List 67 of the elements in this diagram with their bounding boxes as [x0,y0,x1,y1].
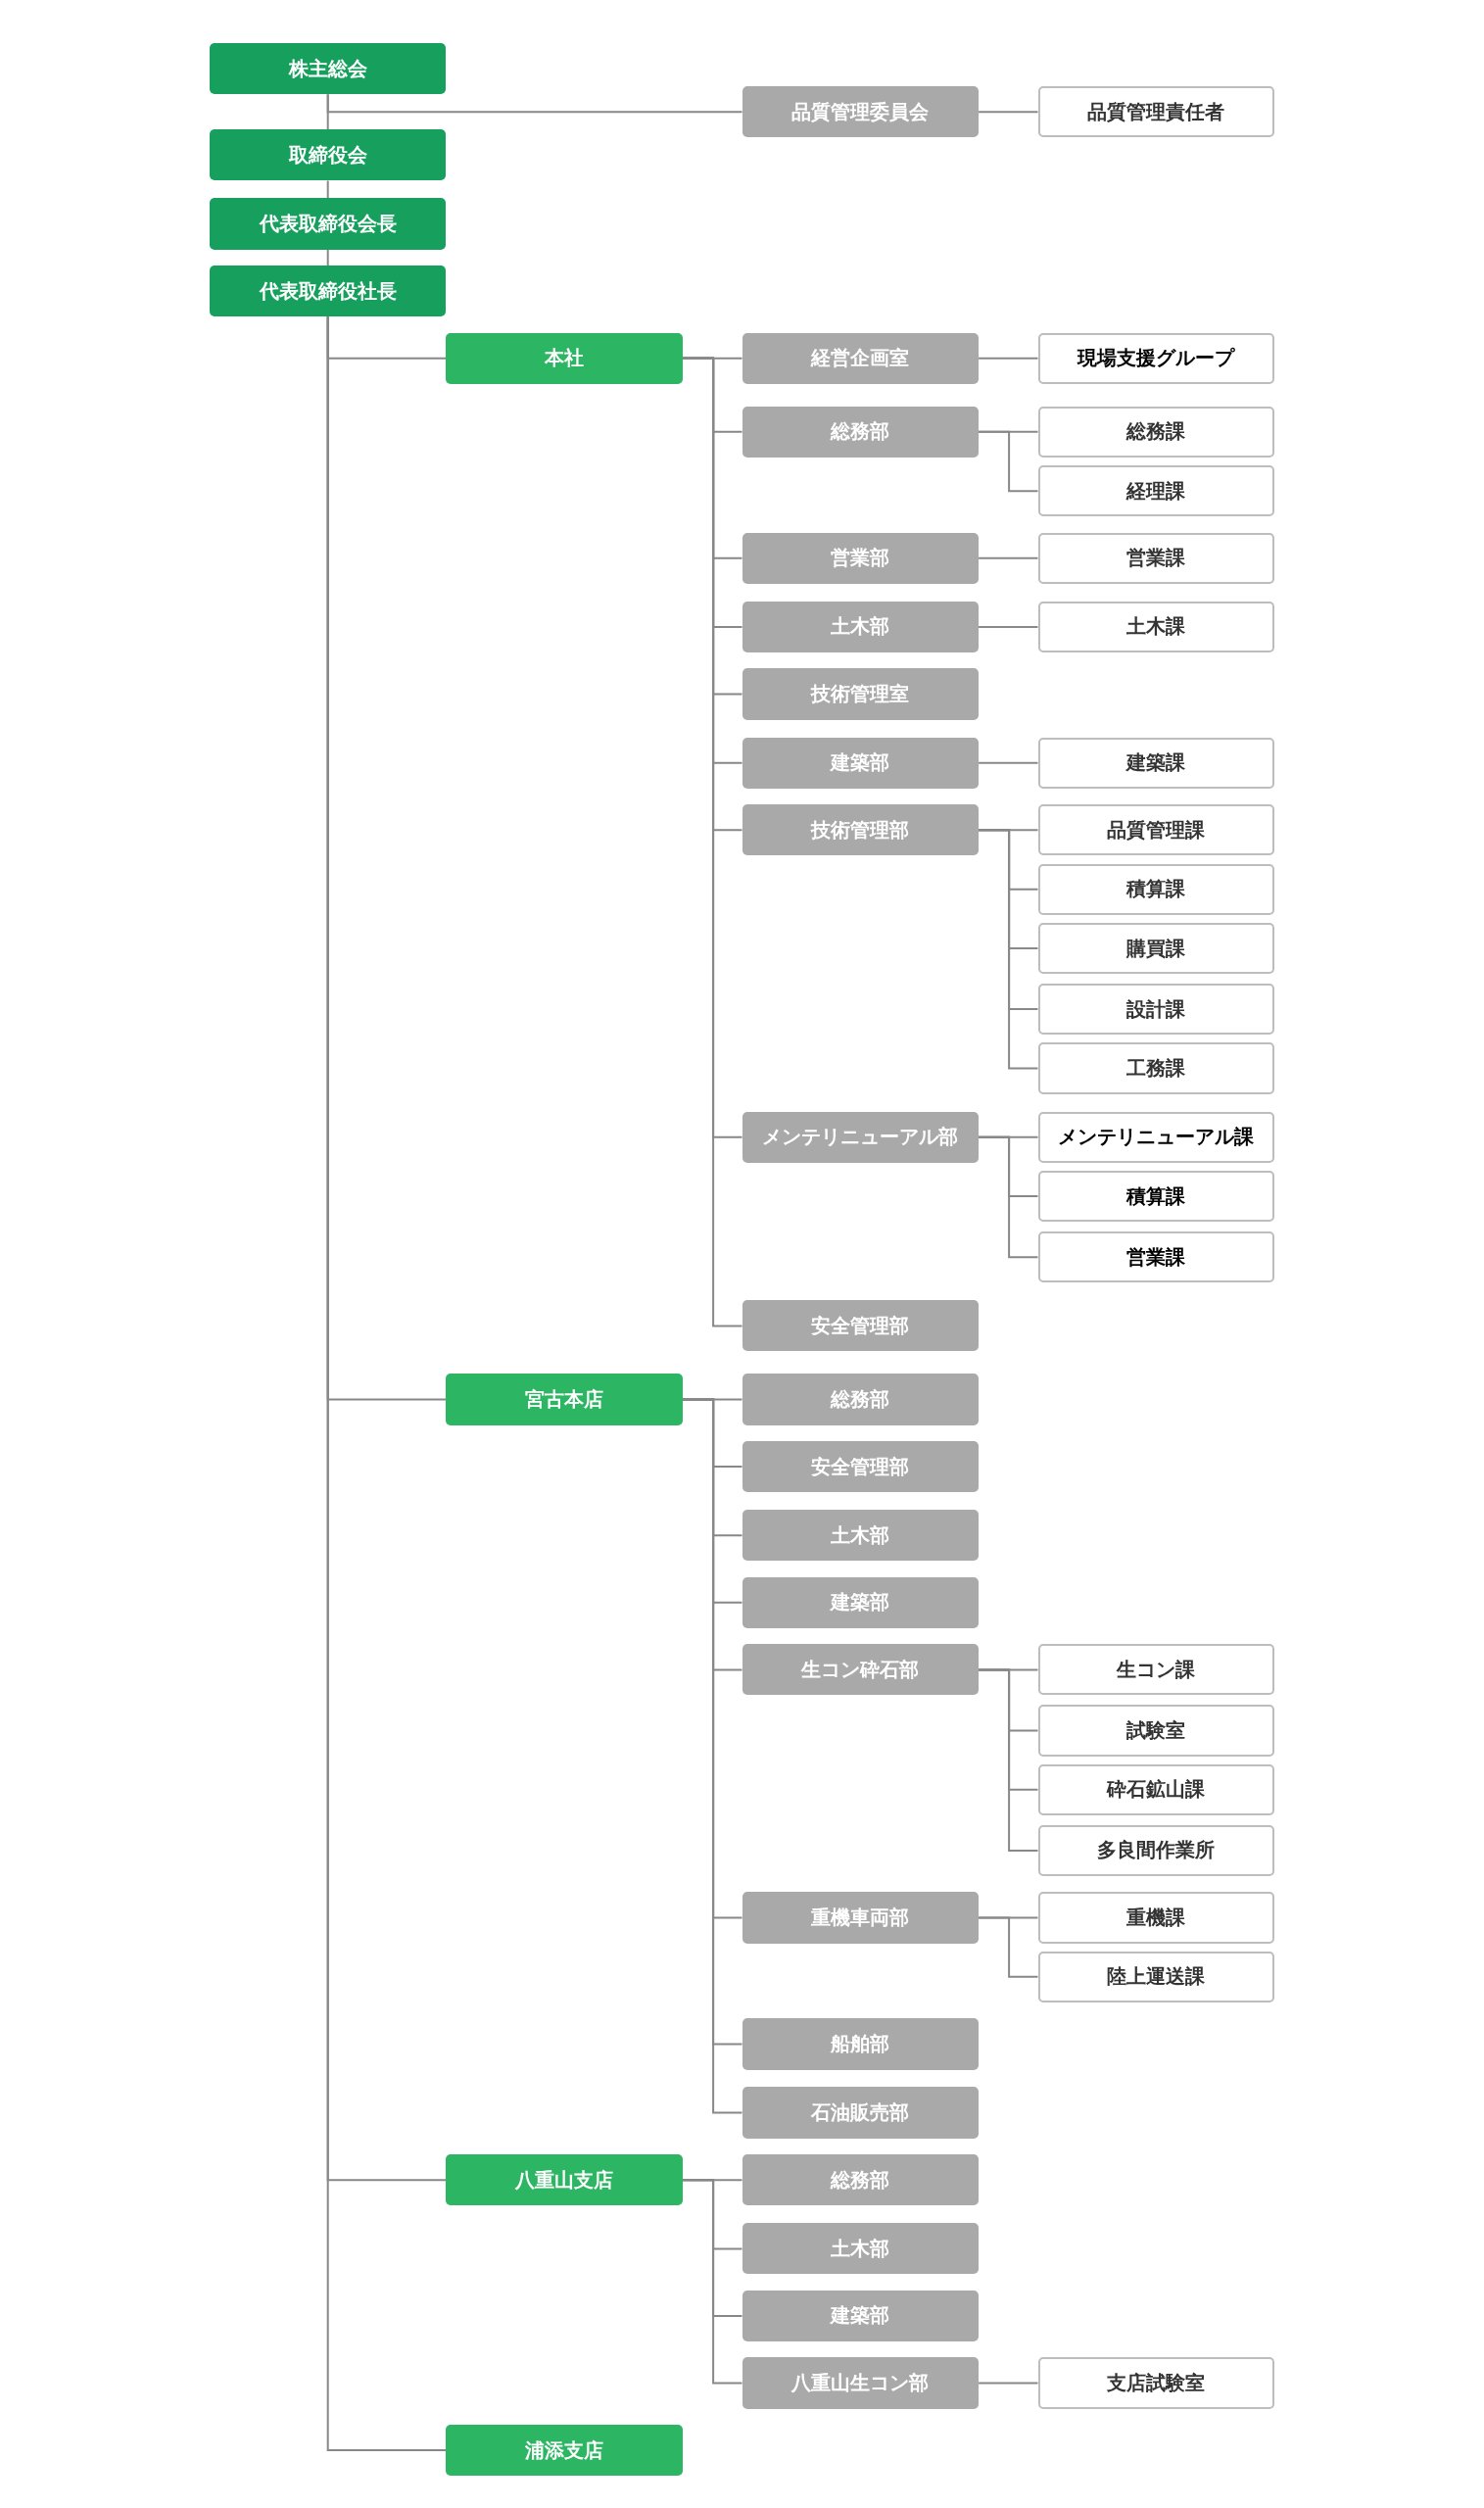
section-box: 積算課 [1037,863,1275,915]
section-box: 生コン課 [1037,1644,1275,1696]
department-box: 生コン砕石部 [742,1644,980,1696]
connector-line [682,2179,743,2385]
department-box: 安全管理部 [742,1440,980,1493]
connector-line [978,829,1039,1070]
department-box: 船舶部 [742,2018,980,2070]
department-box: 建築部 [742,1576,980,1628]
section-box: 砕石鉱山課 [1037,1763,1275,1815]
connector-line [978,626,1039,628]
department-box: 重機車両部 [742,1892,980,1944]
connector-line [978,1135,1039,1259]
executive-box: 株主総会 [209,43,447,95]
section-box: 多良間作業所 [1037,1824,1275,1876]
executive-box: 代表取締役社長 [209,265,447,317]
section-box: 総務課 [1037,406,1275,458]
section-box: メンテリニューアル課 [1037,1111,1275,1163]
connector-line [978,111,1039,114]
section-box: 営業課 [1037,532,1275,584]
department-box: 土木部 [742,2223,980,2275]
connector-line [978,761,1039,764]
section-box: 積算課 [1037,1171,1275,1223]
executive-box: 代表取締役会長 [209,198,447,250]
connector-line [978,1668,1039,1852]
section-box: 設計課 [1037,984,1275,1036]
branch-box: 本社 [446,332,684,384]
department-box: 総務部 [742,406,980,458]
department-box: 品質管理委員会 [742,86,980,138]
department-box: 総務部 [742,1374,980,1425]
department-box: 石油販売部 [742,2087,980,2139]
branch-box: 八重山支店 [446,2154,684,2206]
connector-line [326,248,329,266]
department-box: 八重山生コン部 [742,2357,980,2409]
connector-line [326,93,743,114]
department-box: 営業部 [742,532,980,584]
section-box: 現場支援グループ [1037,332,1275,384]
section-box: 試験室 [1037,1705,1275,1757]
executive-box: 取締役会 [209,129,447,181]
section-box: 土木課 [1037,601,1275,653]
section-box: 営業課 [1037,1231,1275,1283]
department-box: 建築部 [742,737,980,789]
branch-box: 浦添支店 [446,2424,684,2477]
department-box: 土木部 [742,601,980,653]
connector-line [978,430,1039,493]
branch-box: 宮古本店 [446,1374,684,1425]
department-box: メンテリニューアル部 [742,1111,980,1163]
section-box: 工務課 [1037,1042,1275,1094]
section-box: 重機課 [1037,1892,1275,1944]
section-box: 建築課 [1037,737,1275,789]
section-box: 品質管理責任者 [1037,86,1275,138]
connector-line [978,556,1039,559]
connector-line [978,1916,1039,1978]
department-box: 技術管理室 [742,668,980,720]
section-box: 経理課 [1037,465,1275,517]
section-box: 陸上運送課 [1037,1951,1275,2002]
connector-line [978,357,1039,360]
department-box: 建築部 [742,2290,980,2342]
connector-line [978,2382,1039,2385]
department-box: 安全管理部 [742,1300,980,1352]
section-box: 支店試験室 [1037,2357,1275,2409]
department-box: 技術管理部 [742,804,980,856]
section-box: 購買課 [1037,922,1275,975]
connector-line [326,179,329,200]
section-box: 品質管理課 [1037,804,1275,856]
department-box: 土木部 [742,1510,980,1562]
department-box: 経営企画室 [742,332,980,384]
department-box: 総務部 [742,2154,980,2206]
